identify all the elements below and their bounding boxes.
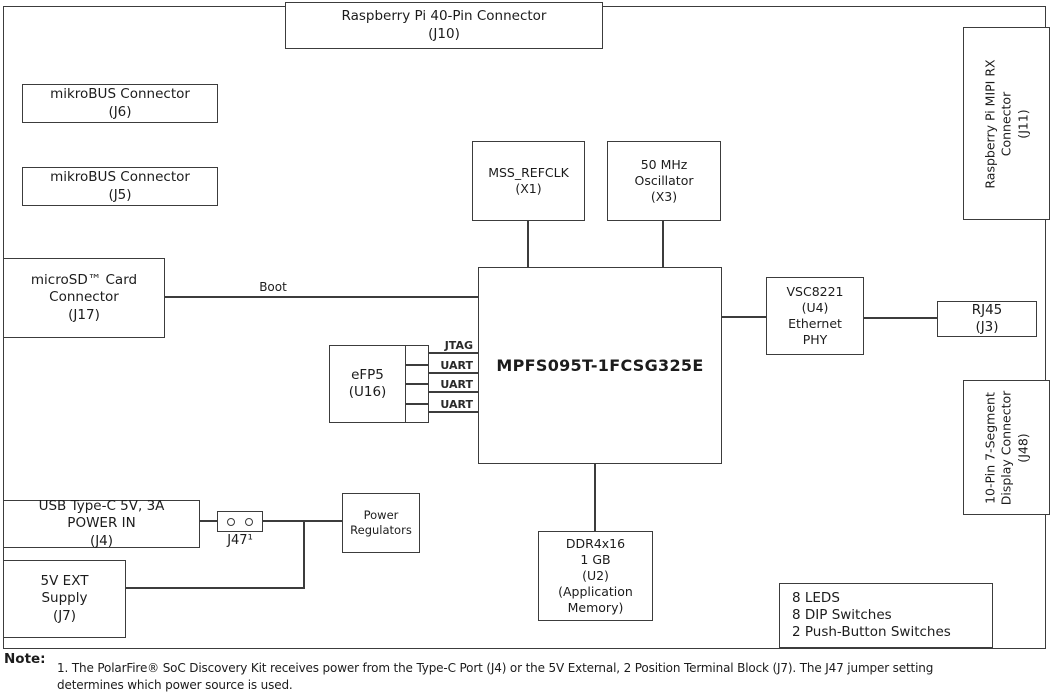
jtag-wire-label: JTAG <box>444 339 473 352</box>
block-label: DDR4x16 1 GB (U2) (Application Memory) <box>558 536 633 615</box>
note-heading: Note: <box>4 651 46 667</box>
j47-jumper-label: J47¹ <box>227 533 253 548</box>
uart-wire-label: UART <box>440 398 473 411</box>
wire-uart2 <box>428 391 478 393</box>
wire-j7-junction <box>125 587 305 589</box>
block-mikrobus-j6: mikroBUS Connector (J6) <box>22 84 218 123</box>
wire-boot <box>165 296 478 298</box>
wire-vsc-rj45 <box>863 317 938 319</box>
note-line-1: 1. The PolarFire® SoC Discovery Kit rece… <box>57 661 934 675</box>
block-label: RJ45 (J3) <box>971 301 1003 335</box>
wire-j4-jumper <box>199 520 218 522</box>
block-efp5: eFP5 (U16) <box>329 345 406 423</box>
block-label: MPFS095T-1FCSG325E <box>496 356 704 375</box>
block-leds-switches: 8 LEDS 8 DIP Switches 2 Push-Button Swit… <box>779 583 993 648</box>
block-rpi-40pin-connector: Raspberry Pi 40-Pin Connector (J10) <box>285 2 603 49</box>
block-label: 8 LEDS 8 DIP Switches 2 Push-Button Swit… <box>792 589 951 641</box>
wire-power-junction <box>303 520 305 589</box>
block-50mhz-oscillator: 50 MHz Oscillator (X3) <box>607 141 721 221</box>
block-ddr4-memory: DDR4x16 1 GB (U2) (Application Memory) <box>538 531 653 621</box>
block-label: VSC8221 (U4) Ethernet PHY <box>786 284 844 347</box>
uart-wire-label: UART <box>440 378 473 391</box>
block-7segment-connector: 10-Pin 7-Segment Display Connector (J48) <box>963 380 1050 515</box>
block-label: MSS_REFCLK (X1) <box>488 165 569 196</box>
block-label: 10-Pin 7-Segment Display Connector (J48) <box>982 390 1030 505</box>
wire-x3-mpfs <box>662 220 664 267</box>
block-mikrobus-j5: mikroBUS Connector (J5) <box>22 167 218 206</box>
wire-jumper-pwr <box>262 520 343 522</box>
block-label: USB Type-C 5V, 3A POWER IN (J4) <box>38 498 165 549</box>
block-label: eFP5 (U16) <box>348 366 387 400</box>
block-rj45: RJ45 (J3) <box>937 301 1037 337</box>
block-power-regulators: Power Regulators <box>342 493 420 553</box>
port-strip-divider <box>406 383 428 385</box>
block-label: microSD™ Card Connector (J17) <box>30 272 138 323</box>
block-label: Power Regulators <box>350 508 412 537</box>
jumper-pin-icon <box>227 517 236 526</box>
block-5v-ext-supply: 5V EXT Supply (J7) <box>3 560 126 638</box>
block-label: mikroBUS Connector (J6) <box>50 86 190 120</box>
block-label: Raspberry Pi MIPI RX Connector (J11) <box>982 58 1030 189</box>
block-mss-refclk: MSS_REFCLK (X1) <box>472 141 585 221</box>
port-strip-divider <box>406 403 428 405</box>
block-microsd-connector: microSD™ Card Connector (J17) <box>3 258 165 338</box>
boot-wire-label: Boot <box>259 280 287 294</box>
note-line-2: determines which power source is used. <box>57 678 293 692</box>
wire-uart1 <box>428 372 478 374</box>
block-label: 50 MHz Oscillator (X3) <box>634 157 694 204</box>
wire-uart3 <box>428 411 478 413</box>
block-usb-typec-power-in: USB Type-C 5V, 3A POWER IN (J4) <box>3 498 200 549</box>
wire-x1-mpfs <box>527 220 529 267</box>
block-rpi-mipi-rx-connector: Raspberry Pi MIPI RX Connector (J11) <box>963 27 1050 220</box>
wire-jtag <box>428 352 478 354</box>
block-label: mikroBUS Connector (J5) <box>50 169 190 203</box>
uart-wire-label: UART <box>440 359 473 372</box>
wire-mpfs-ddr <box>594 463 596 532</box>
j47-jumper-block <box>217 511 263 532</box>
block-label: 5V EXT Supply (J7) <box>40 573 89 624</box>
block-mpfs-soc: MPFS095T-1FCSG325E <box>478 267 722 464</box>
jumper-pin-icon <box>244 517 253 526</box>
block-label: Raspberry Pi 40-Pin Connector (J10) <box>341 8 547 42</box>
port-strip-divider <box>406 364 428 366</box>
block-vsc8221-phy: VSC8221 (U4) Ethernet PHY <box>766 277 864 355</box>
wire-mpfs-vsc <box>721 316 767 318</box>
